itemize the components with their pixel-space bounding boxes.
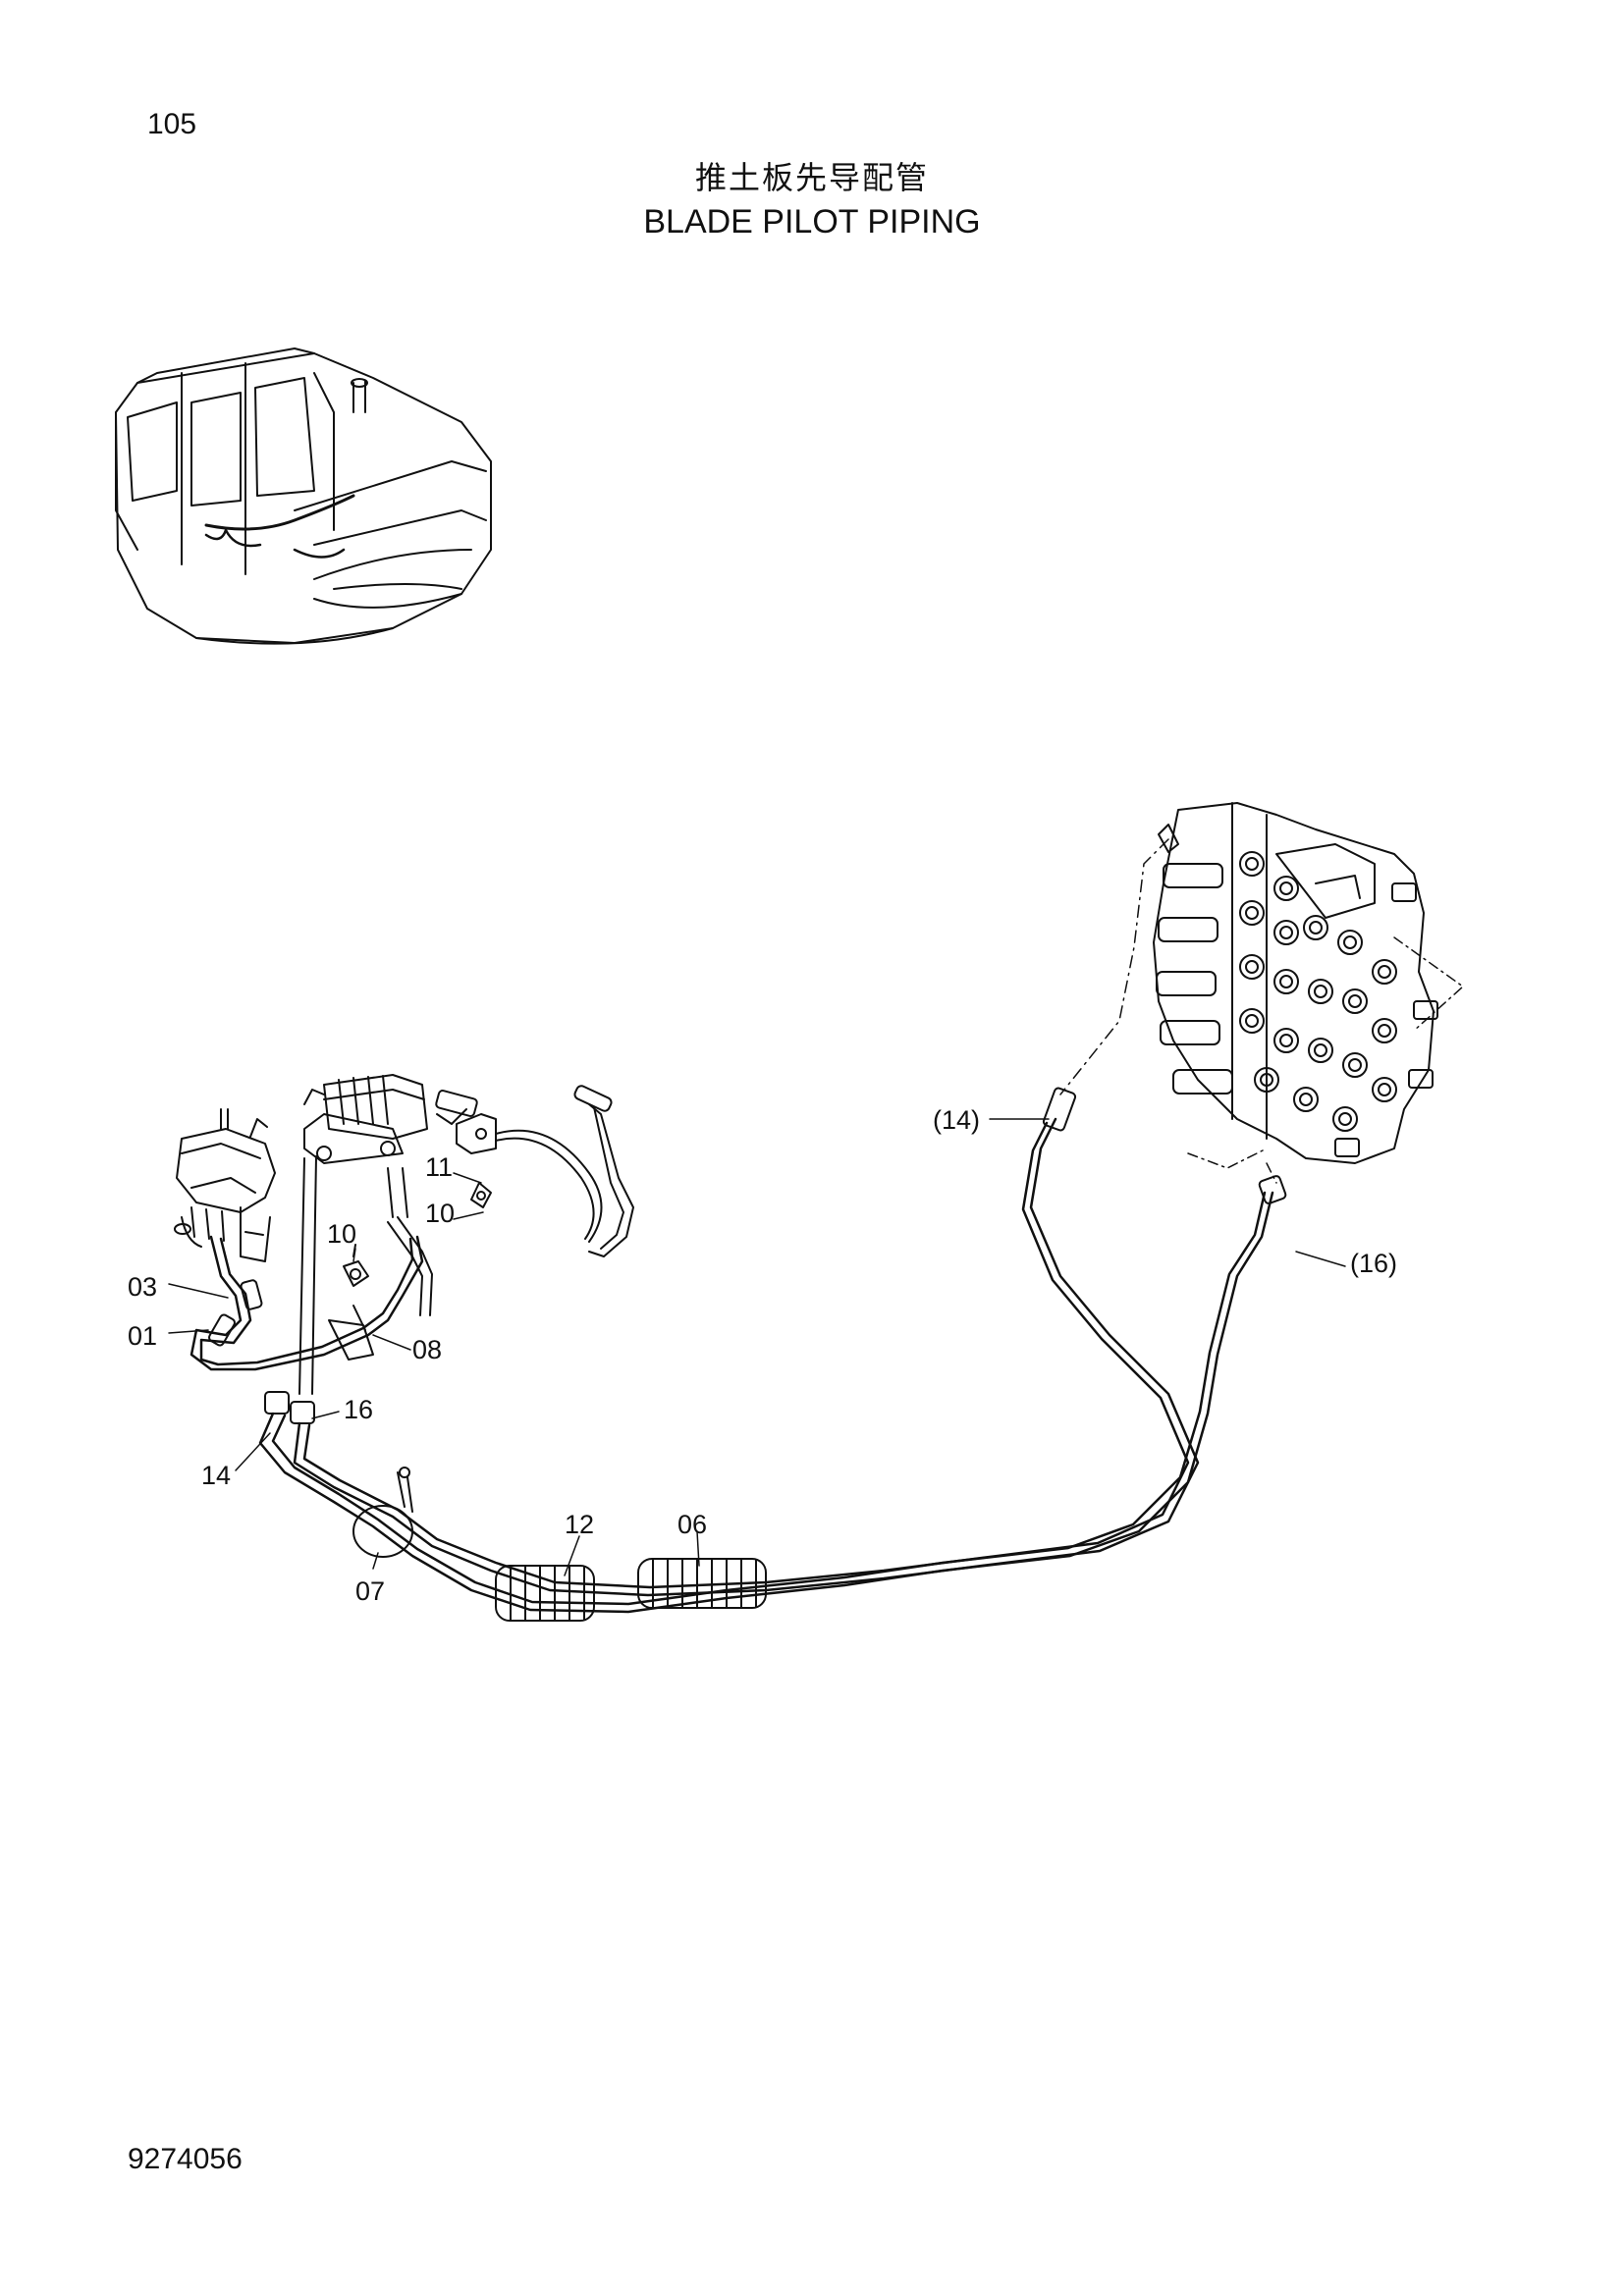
excavator-location-thumbnail [115, 347, 492, 645]
callout-03: 03 [128, 1272, 157, 1302]
diagram-title-chinese: 推土板先导配管 [694, 159, 929, 196]
callout-11: 11 [425, 1152, 453, 1182]
pilot-valve-assembly [174, 1108, 276, 1262]
leader-lines [168, 1118, 1346, 1576]
callout-06: 06 [677, 1510, 707, 1539]
clamp-band-07 [352, 1467, 413, 1558]
callout-16-ref: (16) [1350, 1249, 1397, 1278]
callout-12: 12 [565, 1510, 594, 1539]
diagram-title-english: BLADE PILOT PIPING [643, 203, 981, 240]
solenoid-block [303, 1074, 428, 1164]
callout-01: 01 [128, 1321, 157, 1351]
callout-10-left: 10 [327, 1219, 356, 1249]
callout-07: 07 [355, 1576, 385, 1606]
bracket-and-harness [435, 1085, 634, 1257]
pilot-hoses [189, 1155, 433, 1395]
callout-14: 14 [201, 1461, 231, 1490]
drawing-number: 9274056 [128, 2143, 243, 2175]
callout-16: 16 [344, 1395, 373, 1424]
callout-10-right: 10 [425, 1199, 455, 1228]
bolt-10 [343, 1244, 369, 1287]
hose-protectors [495, 1558, 767, 1622]
callout-08: 08 [412, 1335, 442, 1364]
page-number: 105 [147, 108, 197, 140]
valve-fittings [1042, 838, 1287, 1204]
callout-14-ref: (14) [933, 1105, 980, 1135]
control-valve-assembly [1153, 802, 1464, 1169]
